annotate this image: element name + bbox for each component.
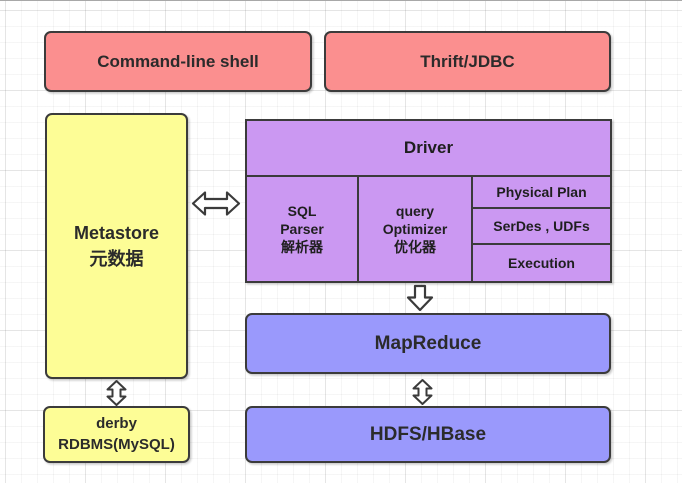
- driver-cell-serdes-udfs: SerDes , UDFs: [473, 209, 610, 246]
- command-line-shell-label: Command-line shell: [97, 51, 259, 71]
- driver-right-stack: Physical Plan SerDes , UDFs Execution: [473, 177, 610, 281]
- derby-rdbms-label: derby RDBMS(MySQL): [58, 415, 175, 453]
- driver-body: SQL Parser 解析器 query Optimizer 优化器 Physi…: [247, 177, 610, 281]
- node-driver: Driver SQL Parser 解析器 query Optimizer 优化…: [245, 119, 612, 283]
- node-metastore: Metastore 元数据: [45, 113, 188, 379]
- driver-title: Driver: [247, 121, 610, 177]
- driver-cell-physical-plan: Physical Plan: [473, 177, 610, 209]
- node-thrift-jdbc: Thrift/JDBC: [324, 31, 611, 92]
- hdfs-hbase-label: HDFS/HBase: [369, 423, 487, 445]
- node-command-line-shell: Command-line shell: [44, 31, 312, 92]
- mapreduce-label: MapReduce: [374, 332, 482, 354]
- arrow-metastore-derby-icon: [106, 379, 127, 407]
- driver-cell-sql-parser: SQL Parser 解析器: [247, 177, 359, 281]
- driver-cell-query-optimizer: query Optimizer 优化器: [359, 177, 473, 281]
- node-hdfs-hbase: HDFS/HBase: [245, 406, 611, 463]
- arrow-driver-mapreduce-icon: [406, 284, 434, 312]
- node-mapreduce: MapReduce: [245, 313, 611, 374]
- arrow-metastore-driver-icon: [191, 189, 241, 218]
- metastore-label: Metastore 元数据: [73, 222, 160, 269]
- driver-cell-execution: Execution: [508, 255, 575, 272]
- node-derby-rdbms: derby RDBMS(MySQL): [43, 406, 190, 463]
- arrow-mapreduce-hdfs-icon: [412, 378, 433, 406]
- thrift-jdbc-label: Thrift/JDBC: [420, 51, 515, 71]
